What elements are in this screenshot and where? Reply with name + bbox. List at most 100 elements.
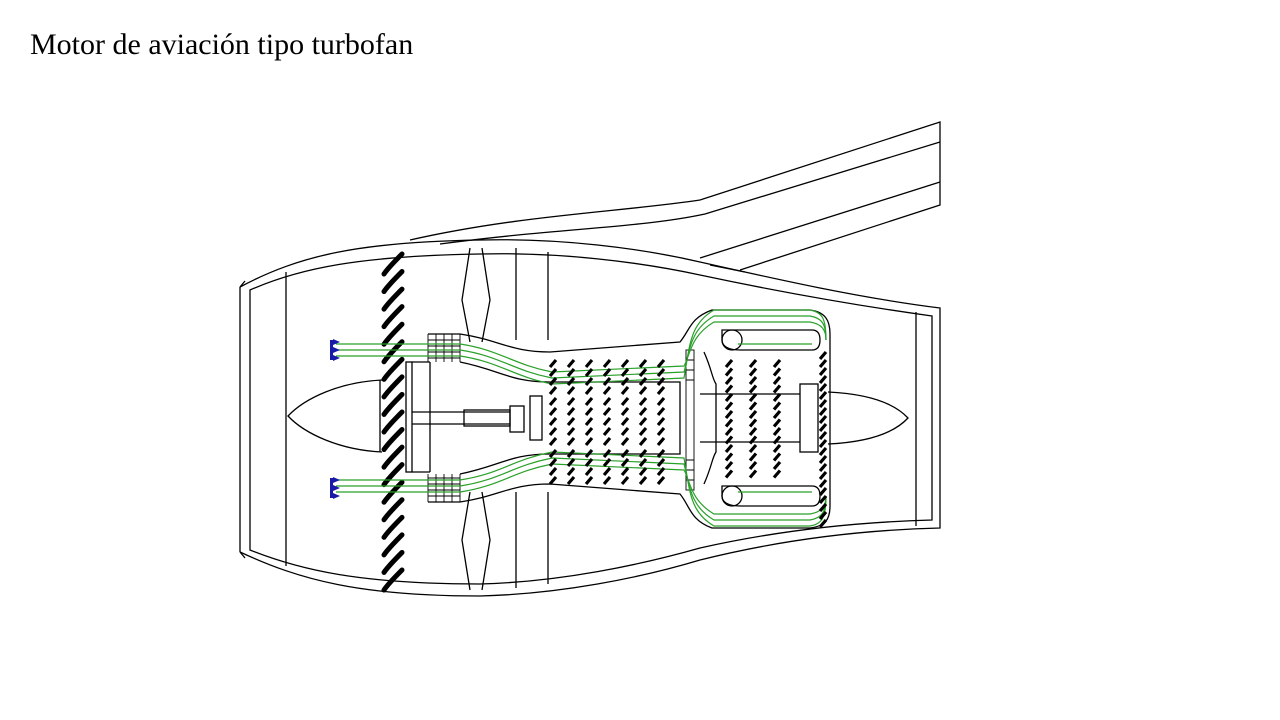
compressor-blade bbox=[656, 376, 666, 387]
turbine-blade bbox=[724, 443, 734, 454]
turbine-blade bbox=[724, 469, 734, 479]
compressor-blade bbox=[602, 426, 612, 437]
compressor-blade bbox=[566, 385, 576, 396]
compressor-blade bbox=[602, 457, 612, 468]
compressor-blade bbox=[548, 416, 558, 427]
compressor-blade bbox=[656, 396, 666, 407]
exhaust-blade bbox=[818, 486, 828, 497]
turbine-blade bbox=[724, 426, 734, 437]
compressor-blade bbox=[638, 475, 648, 486]
airflow-line-bottom bbox=[336, 451, 827, 527]
compressor-blade bbox=[584, 466, 594, 477]
exhaust-blade bbox=[818, 398, 828, 409]
exhaust-blade bbox=[818, 390, 828, 401]
compressor-blade bbox=[638, 385, 648, 396]
compressor-blade bbox=[656, 367, 666, 378]
turbine-blade bbox=[724, 367, 734, 377]
exhaust-blade bbox=[818, 422, 828, 433]
fan-blade bbox=[381, 567, 405, 593]
exhaust-blade bbox=[818, 454, 828, 465]
compressor-blades bbox=[548, 358, 666, 486]
compressor-blade bbox=[566, 376, 576, 387]
exhaust-blade bbox=[818, 494, 828, 505]
compressor-blade bbox=[548, 466, 558, 477]
inlet-marker-arrow bbox=[333, 347, 340, 353]
turbine-blade bbox=[772, 426, 782, 437]
turbine-blade bbox=[748, 435, 758, 445]
inlet-marker-bar bbox=[330, 340, 333, 360]
fan-blade bbox=[381, 374, 405, 400]
fan-blade bbox=[381, 321, 405, 347]
turbine-blades bbox=[724, 350, 828, 529]
diagram-title: Motor de aviación tipo turbofan bbox=[30, 28, 414, 61]
turbine-blade bbox=[748, 384, 758, 394]
turbine-blade bbox=[748, 375, 758, 386]
nacelle-outline bbox=[239, 239, 941, 597]
turbine-blade bbox=[772, 452, 782, 462]
compressor-blade bbox=[620, 376, 630, 387]
compressor-blade bbox=[602, 396, 612, 407]
compressor-blade bbox=[602, 358, 612, 369]
fan-blade bbox=[381, 391, 405, 417]
turbine-blade bbox=[724, 375, 734, 386]
compressor-blade bbox=[602, 367, 612, 378]
exhaust-blade bbox=[818, 382, 828, 393]
compressor-blade bbox=[566, 426, 576, 437]
compressor-blade bbox=[548, 385, 558, 396]
compressor-blade bbox=[656, 358, 666, 369]
exhaust-blade bbox=[818, 518, 828, 529]
compressor-blade bbox=[620, 457, 630, 468]
compressor-blade bbox=[584, 358, 594, 369]
compressor-blade bbox=[602, 448, 612, 459]
compressor-blade bbox=[602, 416, 612, 427]
inlet-marker-bar bbox=[330, 478, 333, 498]
compressor-blade bbox=[584, 426, 594, 437]
turbine-blade bbox=[748, 469, 758, 479]
exhaust-blade bbox=[818, 406, 828, 417]
compressor-blade bbox=[566, 475, 576, 486]
exhaust-blade bbox=[818, 438, 828, 449]
compressor-blade bbox=[566, 457, 576, 468]
turbine-blade bbox=[748, 460, 758, 471]
turbine-blade bbox=[724, 435, 734, 445]
compressor-blade bbox=[620, 416, 630, 427]
compressor-blade bbox=[638, 436, 648, 447]
compressor-blade bbox=[638, 416, 648, 427]
compressor-blade bbox=[566, 466, 576, 477]
compressor-blade bbox=[548, 396, 558, 407]
compressor-blade bbox=[548, 358, 558, 369]
exhaust-blade bbox=[818, 470, 828, 481]
compressor-blade bbox=[566, 448, 576, 459]
exhaust-blade bbox=[818, 430, 828, 441]
compressor-blade bbox=[584, 416, 594, 427]
fan-blade bbox=[381, 251, 405, 277]
compressor-blade bbox=[584, 367, 594, 378]
compressor-blade bbox=[638, 426, 648, 437]
compressor-blade bbox=[638, 466, 648, 477]
compressor-blade bbox=[620, 448, 630, 459]
compressor-blade bbox=[638, 396, 648, 407]
turbine-blade bbox=[772, 418, 782, 428]
turbine-blade bbox=[772, 460, 782, 471]
compressor-blade bbox=[566, 367, 576, 378]
compressor-blade bbox=[584, 457, 594, 468]
fan-blade bbox=[381, 269, 405, 295]
inlet-marker-arrow bbox=[333, 339, 340, 345]
turbine-blade bbox=[772, 469, 782, 479]
fan-blade bbox=[381, 286, 405, 312]
compressor-blade bbox=[656, 406, 666, 417]
fan-hub bbox=[405, 361, 543, 473]
turbine-blade bbox=[772, 435, 782, 445]
compressor-blade bbox=[584, 385, 594, 396]
compressor-blade bbox=[548, 448, 558, 459]
exhaust-blade bbox=[818, 350, 828, 361]
turbine-blade bbox=[724, 358, 734, 369]
turbine-blade bbox=[748, 392, 758, 403]
turbine-blade bbox=[724, 409, 734, 420]
inlet-marker-arrow bbox=[333, 493, 340, 499]
pylon bbox=[409, 121, 941, 273]
fan-blade bbox=[381, 339, 405, 365]
exhaust-blade bbox=[818, 414, 828, 425]
compressor-blade bbox=[584, 406, 594, 417]
